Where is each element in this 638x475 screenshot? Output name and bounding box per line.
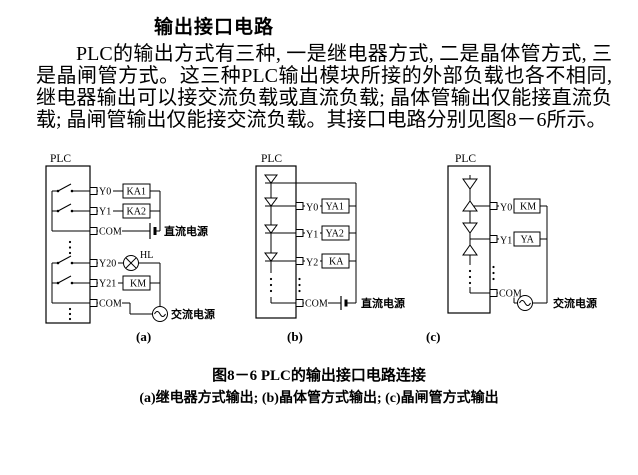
ellipsis-icon <box>468 265 495 285</box>
terminal-square <box>295 257 304 265</box>
valve-coil-ya <box>513 231 541 247</box>
terminal-square <box>295 229 304 237</box>
dc-power-label: 直流电源 <box>164 224 208 238</box>
ac-power-label: 交流电源 <box>553 296 597 310</box>
terminal-label: Y2 <box>306 258 318 269</box>
terminal-square <box>489 202 498 210</box>
diagram-a: PLC <box>45 153 215 344</box>
terminal-label: COM <box>99 227 122 238</box>
relay-coil-ka2 <box>122 203 151 219</box>
terminal-label: Y1 <box>306 230 318 241</box>
output-terminals <box>489 202 498 297</box>
battery-icon <box>149 223 157 239</box>
terminal-label: Y1 <box>500 236 512 247</box>
terminal-square <box>489 235 498 243</box>
relay-coil-ka1 <box>122 183 151 199</box>
ac-source-icon <box>152 306 168 322</box>
terminal-label: Y0 <box>306 203 318 214</box>
relay-coil-label: KA1 <box>127 187 146 198</box>
ellipsis-icon <box>269 277 301 293</box>
terminal-label: Y0 <box>99 187 111 198</box>
terminal-label: COM <box>499 289 522 300</box>
circuit-figure: PLC <box>45 153 597 344</box>
terminal-square <box>89 279 98 287</box>
figure-caption-title: 图8－6 PLC的输出接口电路连接 <box>212 368 426 384</box>
subfigure-label-b: (b) <box>287 329 303 344</box>
relay-coil-label: KA2 <box>127 207 146 218</box>
terminal-square <box>89 187 98 195</box>
terminal-square <box>89 227 98 235</box>
terminal-labels: Y0 Y1 COM <box>498 201 522 300</box>
subfigure-label-a: (a) <box>136 329 151 344</box>
diagram-c: PLC <box>426 153 597 344</box>
thyristor-wiring <box>469 175 490 294</box>
output-terminals <box>89 187 98 307</box>
transistor-icons <box>264 174 278 262</box>
figure-caption-sub: (a)继电器方式输出; (b)晶体管方式输出; (c)晶闸管方式输出 <box>139 391 499 406</box>
figure-caption: 图8－6 PLC的输出接口电路连接 (a)继电器方式输出; (b)晶体管方式输出… <box>0 364 638 407</box>
battery-icon <box>340 296 348 310</box>
relay-coil-label: KA <box>329 257 344 268</box>
terminal-square <box>89 259 98 267</box>
valve-coil-label: YA1 <box>326 202 344 213</box>
terminal-labels: Y0 Y1 COM Y20 Y21 COM <box>98 185 122 310</box>
terminal-square <box>89 299 98 307</box>
plc-box <box>255 165 297 319</box>
ac-power-label: 交流电源 <box>171 307 215 321</box>
contactor-coil-km <box>122 275 151 291</box>
terminal-label: COM <box>99 299 122 310</box>
body-paragraph: PLC的输出方式有三种, 一是继电器方式, 二是晶体管方式, 三是晶闸管方式。这… <box>36 43 612 131</box>
terminal-square <box>295 202 304 210</box>
plc-label: PLC <box>261 153 282 165</box>
plc-label: PLC <box>50 153 71 165</box>
terminal-labels: Y0 Y1 Y2 COM <box>304 201 328 310</box>
terminal-label: Y20 <box>99 259 116 270</box>
terminal-label: Y1 <box>99 207 111 218</box>
valve-coil-label: YA <box>521 235 535 246</box>
dc-power-label: 直流电源 <box>361 296 405 310</box>
terminal-square <box>89 207 98 215</box>
ellipsis-icon <box>68 240 72 321</box>
transistor-wiring <box>270 175 356 304</box>
relay-coil-ka <box>321 253 350 269</box>
terminal-square <box>489 289 498 297</box>
valve-coil-ya1 <box>321 198 350 214</box>
page-title: 输出接口电路 <box>154 17 275 38</box>
contactor-label: KM <box>520 202 536 213</box>
thyristor-icons <box>462 178 478 256</box>
lamp-icon <box>123 255 139 271</box>
lamp-label: HL <box>140 250 153 261</box>
contact-dots <box>56 189 74 285</box>
plc-box <box>45 165 91 324</box>
terminal-square <box>295 299 304 307</box>
terminal-label: Y0 <box>500 203 512 214</box>
relay-contacts-wiring <box>51 183 90 304</box>
valve-coil-label: YA2 <box>326 229 344 240</box>
subfigure-label-c: (c) <box>426 329 440 344</box>
diagram-b: PLC <box>255 153 405 344</box>
terminal-label: COM <box>305 299 328 310</box>
contactor-label: KM <box>130 279 146 290</box>
contactor-coil-km <box>513 198 541 214</box>
terminal-label: Y21 <box>99 279 116 290</box>
plc-label: PLC <box>455 153 476 165</box>
output-terminals <box>295 202 304 307</box>
valve-coil-ya2 <box>321 225 350 241</box>
ac-source-icon <box>517 295 533 311</box>
